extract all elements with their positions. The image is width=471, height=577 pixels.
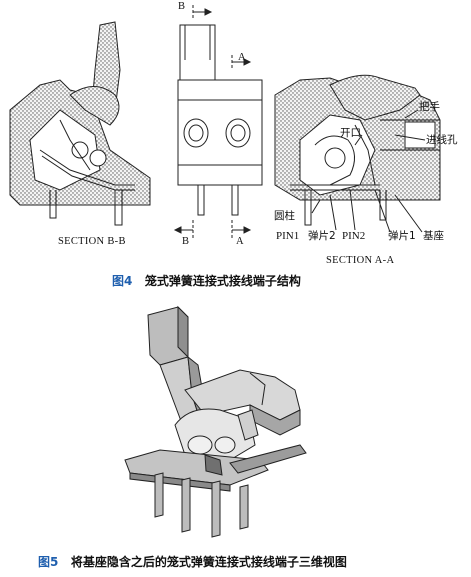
cylinder-right xyxy=(324,147,346,169)
pin-left xyxy=(114,190,123,226)
cut-b-bottom-label: B xyxy=(182,236,190,247)
label-pin2: PIN2 xyxy=(342,230,366,242)
label-spring2: 弹片2 xyxy=(308,230,336,242)
label-pin1: PIN1 xyxy=(276,230,300,242)
wire-hole-2 xyxy=(225,118,251,148)
label-wire-hole: 进线孔 xyxy=(426,134,458,146)
figure5-caption-number: 图5 xyxy=(38,555,59,569)
wire-rod-3d xyxy=(229,444,307,474)
cut-a-top-label: A xyxy=(238,52,246,63)
pin-middle-2 xyxy=(231,185,239,216)
middle-front-view xyxy=(173,5,263,238)
label-handle: 把手 xyxy=(419,101,440,113)
handle-lever-right xyxy=(329,74,421,121)
cylinder-left-1 xyxy=(71,141,89,159)
figure4-caption-number: 图4 xyxy=(112,274,133,288)
housing-front-middle xyxy=(177,79,263,186)
figure4-drawing xyxy=(9,5,441,238)
pin-3d-3 xyxy=(211,480,221,538)
figure5-caption-text: 将基座隐含之后的笼式弹簧连接式接线端子三维视图 xyxy=(70,555,347,569)
cylinder-3d-2 xyxy=(214,436,236,454)
pin-right-1 xyxy=(304,190,312,226)
pin-3d-1 xyxy=(154,472,164,518)
figure5-caption: 图5 将基座隐含之后的笼式弹簧连接式接线端子三维视图 xyxy=(38,553,347,570)
section-bb-label: SECTION B-B xyxy=(58,236,126,247)
cut-b-top-label: B xyxy=(178,1,186,12)
figure4-caption: 图4 笼式弹簧连接式接线端子结构 xyxy=(112,272,301,289)
wire-hole-1 xyxy=(183,118,209,148)
cylinder-left-2 xyxy=(89,149,107,167)
label-opening: 开口 xyxy=(340,127,361,139)
wire-hole-right xyxy=(404,121,436,149)
label-spring1: 弹片1 xyxy=(388,230,416,242)
section-aa-label: SECTION A-A xyxy=(326,255,395,266)
label-base: 基座 xyxy=(423,230,444,242)
pin-middle-1 xyxy=(197,185,205,216)
section-aa-view xyxy=(274,74,441,233)
figure5-drawing xyxy=(124,305,307,538)
section-bb-view xyxy=(9,21,151,226)
figure4-caption-text: 笼式弹簧连接式接线端子结构 xyxy=(144,274,301,288)
pin-3d-4 xyxy=(239,484,249,530)
cut-a-bottom-label: A xyxy=(236,236,244,247)
pin-3d-2 xyxy=(181,477,191,533)
cylinder-3d-1 xyxy=(187,435,213,455)
label-cylinder: 圆柱 xyxy=(274,210,295,222)
